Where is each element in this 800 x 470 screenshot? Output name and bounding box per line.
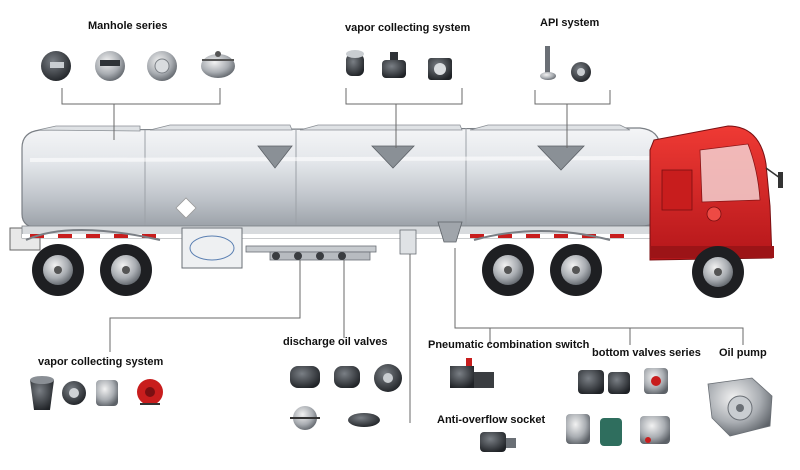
label-vapor-collecting-system-bottom: vapor collecting system bbox=[38, 356, 164, 368]
wheels bbox=[32, 244, 744, 298]
tool-box bbox=[181, 227, 243, 269]
label-api-system: API system bbox=[540, 17, 600, 29]
vapor-valve-icon bbox=[346, 50, 452, 80]
label-manhole-series: Manhole series bbox=[88, 20, 168, 32]
label-bottom-valves-series: bottom valves series bbox=[592, 347, 701, 359]
manhole-cover-icon bbox=[41, 51, 235, 81]
oil-pump-icon bbox=[707, 377, 773, 437]
discharge-valve-icon bbox=[290, 364, 402, 430]
tank-body bbox=[21, 127, 661, 229]
label-pneumatic-combination-switch: Pneumatic combination switch bbox=[428, 339, 590, 351]
pneumatic-switch-icon bbox=[450, 358, 494, 388]
leader-lines bbox=[61, 88, 744, 423]
label-vapor-collecting-system-top: vapor collecting system bbox=[345, 22, 471, 34]
label-oil-pump: Oil pump bbox=[719, 347, 767, 359]
tanker-truck bbox=[9, 124, 783, 298]
vapor-valve-icon bbox=[30, 376, 163, 410]
label-discharge-oil-valves: discharge oil valves bbox=[283, 336, 388, 348]
anti-overflow-socket-icon bbox=[480, 432, 516, 452]
label-anti-overflow-socket: Anti-overflow socket bbox=[437, 414, 546, 426]
bottom-valve-icon bbox=[566, 368, 670, 446]
api-coupler-icon bbox=[540, 46, 591, 82]
